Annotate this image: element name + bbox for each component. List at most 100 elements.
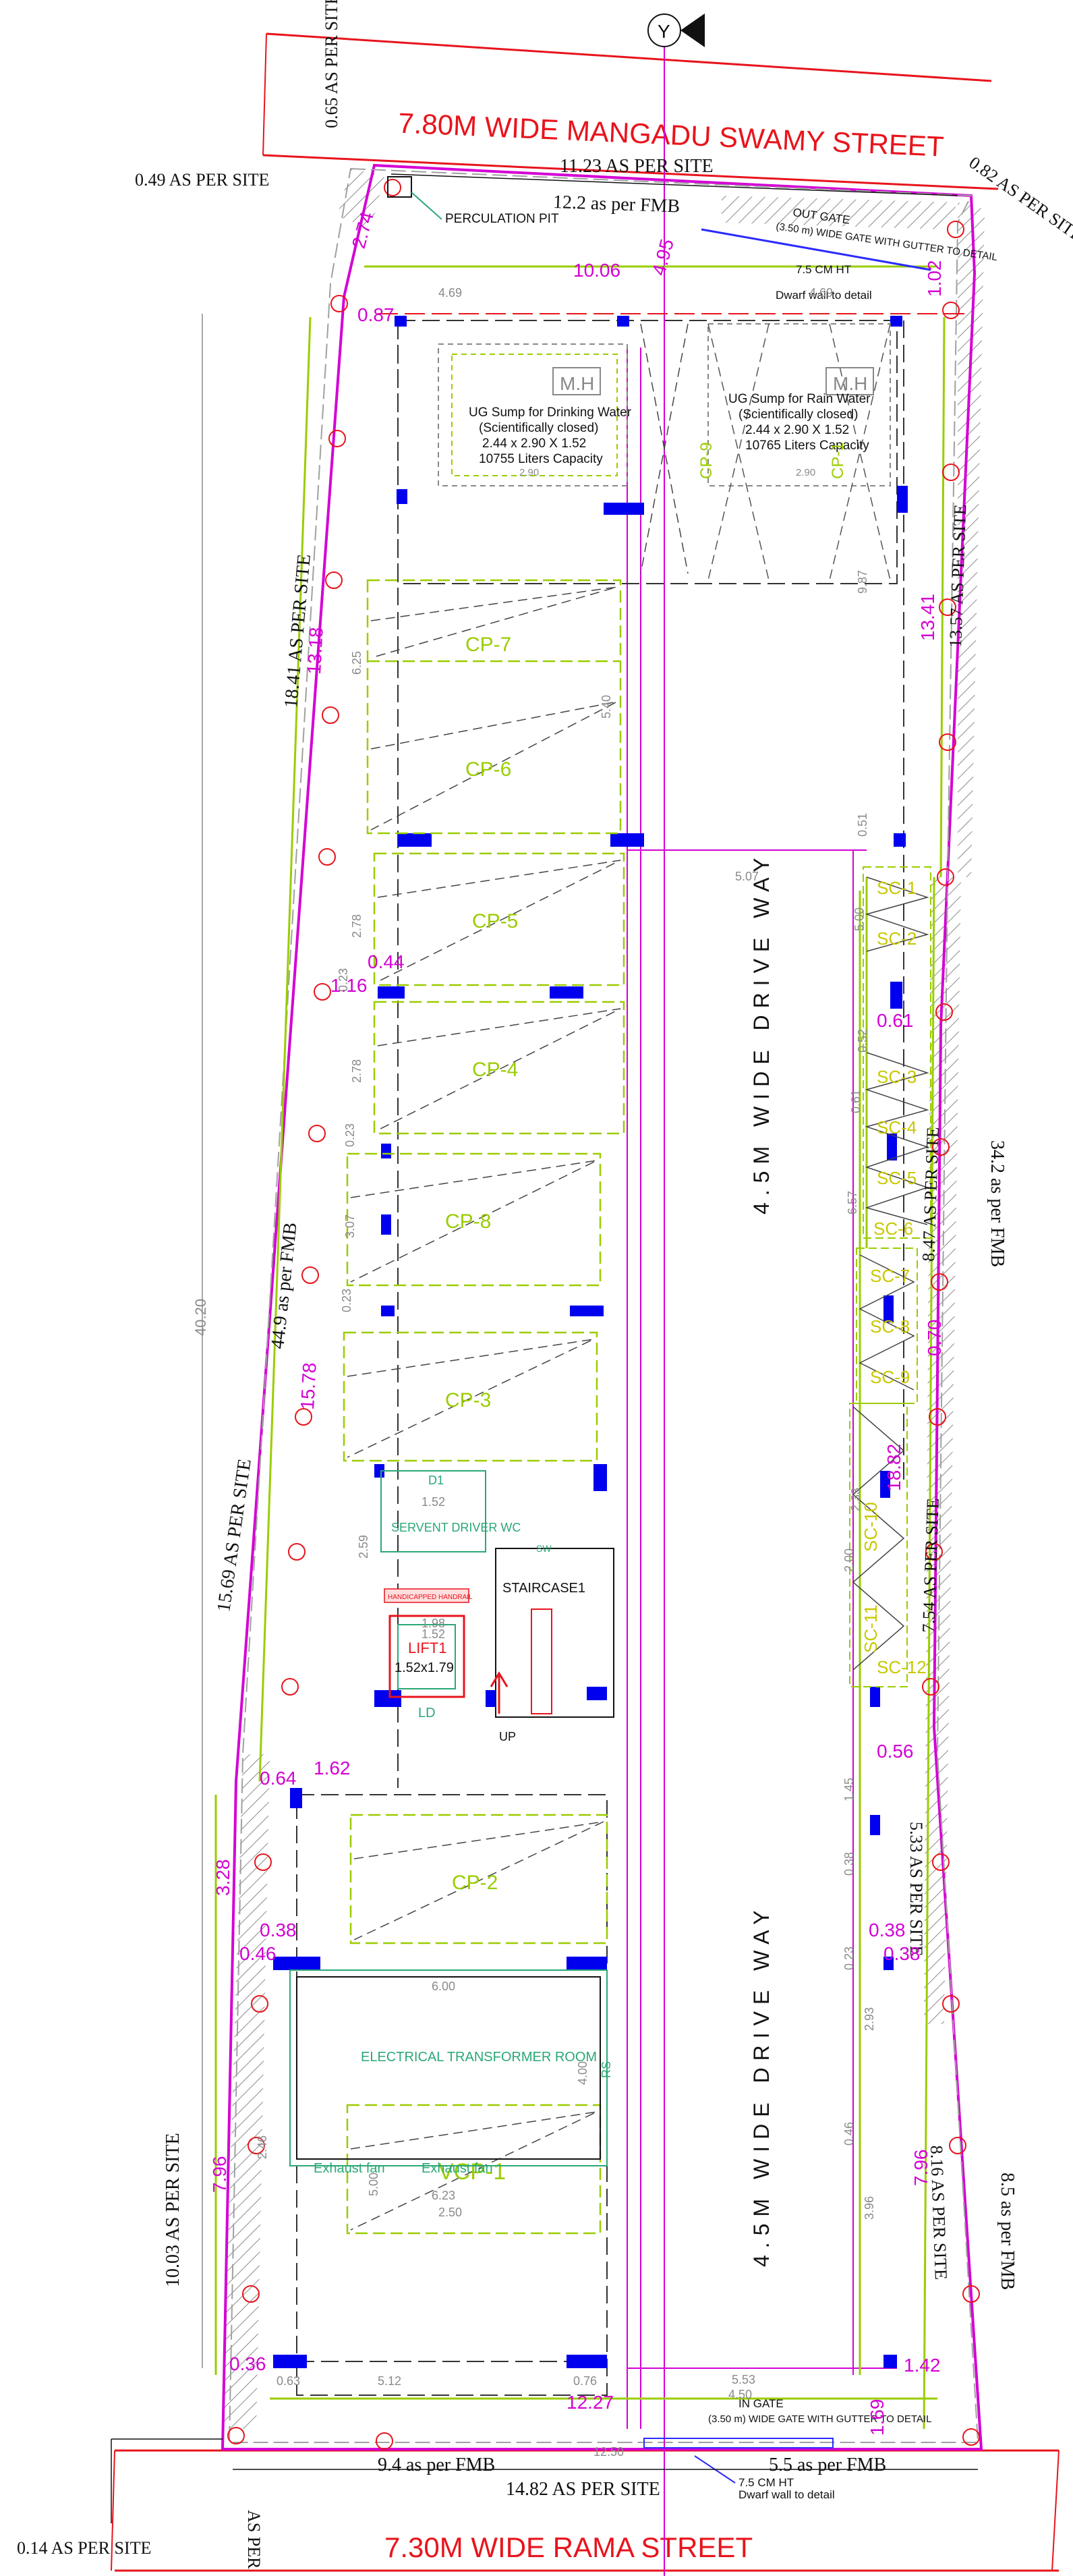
setback-small: 1.69 [867, 2399, 888, 2436]
top-street-label: 7.80M WIDE MANGADU SWAMY STREET [397, 107, 944, 163]
car-park-label: CP-7 [465, 634, 511, 656]
grey-dimension: 12.50 [593, 2445, 624, 2459]
setback-small: 0.87 [357, 304, 395, 325]
sump-rain-mh: M.H [833, 373, 867, 394]
car-park-label: CP-8 [445, 1210, 491, 1233]
sump-drinking-title: UG Sump for Drinking Water [469, 405, 632, 420]
dim-top-left-corner: 0.65 AS PER SITE [322, 0, 341, 128]
dwarf-bottom-ht: 7.5 CM HT [738, 2476, 794, 2489]
setback-left-lower: 7.96 [209, 2156, 230, 2193]
grey-dimension: 0.46 [842, 2122, 856, 2146]
sump-rain-dim: 2.90 [796, 467, 815, 478]
grey-dimension: 1.98 [422, 1617, 445, 1630]
dim-right-lower: 8.16 AS PER SITE [927, 2145, 951, 2280]
sump-drinking-size: 2.44 x 2.90 X 1.52 [482, 437, 586, 451]
lift-label: LIFT1 [408, 1640, 446, 1656]
site-dimensions: 11.23 AS PER SITE 12.2 as per FMB 0.65 A… [17, 0, 1073, 2569]
grey-dimension: 5.12 [378, 2374, 401, 2388]
car-park-label: VCP-1 [438, 2159, 506, 2185]
grey-dimension: 5.53 [732, 2373, 755, 2386]
sump-rain-note: (Scientifically closed) [738, 408, 858, 422]
setback-values: 10.06 12.27 13.18 15.78 7.96 3.28 13.41 … [209, 210, 945, 2436]
grey-dimension: 0.63 [277, 2374, 300, 2388]
grey-dimension: 1.45 [842, 1778, 856, 1801]
dim-bottom-left-corner: 0.14 AS PER SITE [17, 2538, 151, 2558]
dim-right-fmb: 34.2 as per FMB [987, 1140, 1008, 1267]
grey-dimension: 0.38 [842, 1852, 856, 1876]
dim-top-fmb: 12.2 as per FMB [552, 192, 680, 217]
grey-dimension: 2.33 [849, 1488, 863, 1511]
dim-left-lower-site: 10.03 AS PER SITE [163, 2133, 183, 2287]
grey-dimension: 4.00 [576, 2061, 589, 2085]
setback-small: 1.62 [314, 1758, 351, 1779]
scooter-label: SC-5 [877, 1168, 917, 1188]
lift-size: 1.52x1.79 [395, 1660, 454, 1675]
grey-dimension: 5.00 [367, 2173, 380, 2196]
grey-dimension: 4.50 [728, 2388, 752, 2401]
sw-label: SW [536, 1543, 552, 1554]
setback-small: 1.02 [924, 260, 945, 298]
setback-small: 0.36 [229, 2353, 266, 2374]
scooter-label: SC-8 [870, 1316, 910, 1337]
setback-small: 1.16 [330, 975, 368, 996]
grey-dimension: 2.59 [357, 1535, 370, 1559]
sump-drinking-dim: 2.90 [519, 467, 539, 478]
scooter-label: SC-6 [873, 1219, 913, 1239]
scooter-label: SC-1 [877, 878, 917, 898]
in-gate-detail: (3.50 m) WIDE GATE WITH GUTTER TO DETAIL [708, 2413, 931, 2425]
scooter-parks: SC-1 SC-2 SC-3 SC-4 SC-5 SC-6 SC-7 SC-8 … [849, 866, 931, 1687]
sump-rain-size: 2.44 x 2.90 X 1.52 [745, 423, 849, 437]
setback-small: 0.61 [877, 1010, 914, 1031]
setback-top-center-slope: 4.95 [648, 237, 678, 278]
dim-right-mid2: 7.54 AS PER SITE [919, 1498, 943, 1633]
sump-rain: M.H UG Sump for Rain Water (Scientifical… [707, 323, 891, 581]
setback-right-mid: 18.82 [883, 1444, 904, 1491]
up-label: UP [499, 1730, 516, 1743]
dwarf-top-label: Dwarf wall to detail [776, 289, 872, 302]
dim-right-lower-fmb: 8.5 as per FMB [997, 2173, 1018, 2290]
grey-dimension: 0.51 [856, 813, 869, 837]
car-park-label: CP-9 [697, 442, 716, 479]
scooter-label: SC-4 [877, 1117, 917, 1138]
grey-dimension: 6.00 [432, 1980, 455, 1993]
grey-dimension: 5.40 [600, 695, 613, 719]
car-park-diagonals [347, 323, 689, 2231]
car-park-labels: CP-7 CP-6 CP-5 CP-4 CP-8 CP-3 CP-2 VCP-1… [438, 442, 847, 2185]
grey-dimension: 9.87 [856, 570, 869, 594]
grey-dimension: 0.52 [856, 1029, 869, 1053]
exhaust-fan-label: Exhaust fan [422, 2161, 493, 2176]
dim-right-mid3: 5.33 AS PER SITE [906, 1822, 926, 1956]
site-hatch [223, 169, 985, 2429]
grey-dimension: 6.23 [432, 2189, 455, 2202]
scooter-label: SC-12 [877, 1657, 927, 1677]
scooter-label: SC-9 [870, 1367, 910, 1387]
car-park-label: CP-5 [472, 910, 518, 932]
car-park-label: CP-3 [445, 1389, 491, 1411]
grey-dimension: 0.23 [340, 1289, 353, 1312]
grey-dimension: 2.78 [350, 914, 364, 938]
setback-small: 0.46 [239, 1943, 277, 1964]
setback-left-small: 3.28 [212, 1859, 233, 1897]
columns [273, 316, 908, 2368]
grey-dimension: 2.50 [438, 2206, 462, 2219]
car-parks [343, 579, 625, 2235]
dim-bottom-fmb-left: 9.4 as per FMB [378, 2455, 495, 2475]
grey-dimension: 3.96 [863, 2196, 876, 2220]
sump-rain-title: UG Sump for Rain Water [728, 392, 871, 406]
grey-dimension: 6.57 [846, 1191, 859, 1214]
grey-dimension: 6.25 [350, 651, 364, 675]
dim-right-mid1: 8.47 AS PER SITE [919, 1127, 943, 1262]
dwarf-bottom-label: Dwarf wall to detail [738, 2488, 835, 2501]
grey-dimension: 2.78 [350, 1059, 364, 1083]
sump-drinking-capacity: 10755 Liters Capacity [479, 452, 603, 466]
perculation-pit-label: PERCULATION PIT [445, 212, 559, 226]
setback-left-mid: 15.78 [297, 1362, 320, 1411]
setback-right-lower: 7.96 [910, 2150, 931, 2187]
sump-drinking-note: (Scientifically closed) [479, 421, 598, 435]
dim-left-overall: 40.20 [192, 1299, 209, 1336]
setback-small: 0.64 [260, 1768, 297, 1789]
grey-dimension: 0.23 [842, 1947, 856, 1970]
scooter-label: SC-11 [861, 1604, 881, 1653]
